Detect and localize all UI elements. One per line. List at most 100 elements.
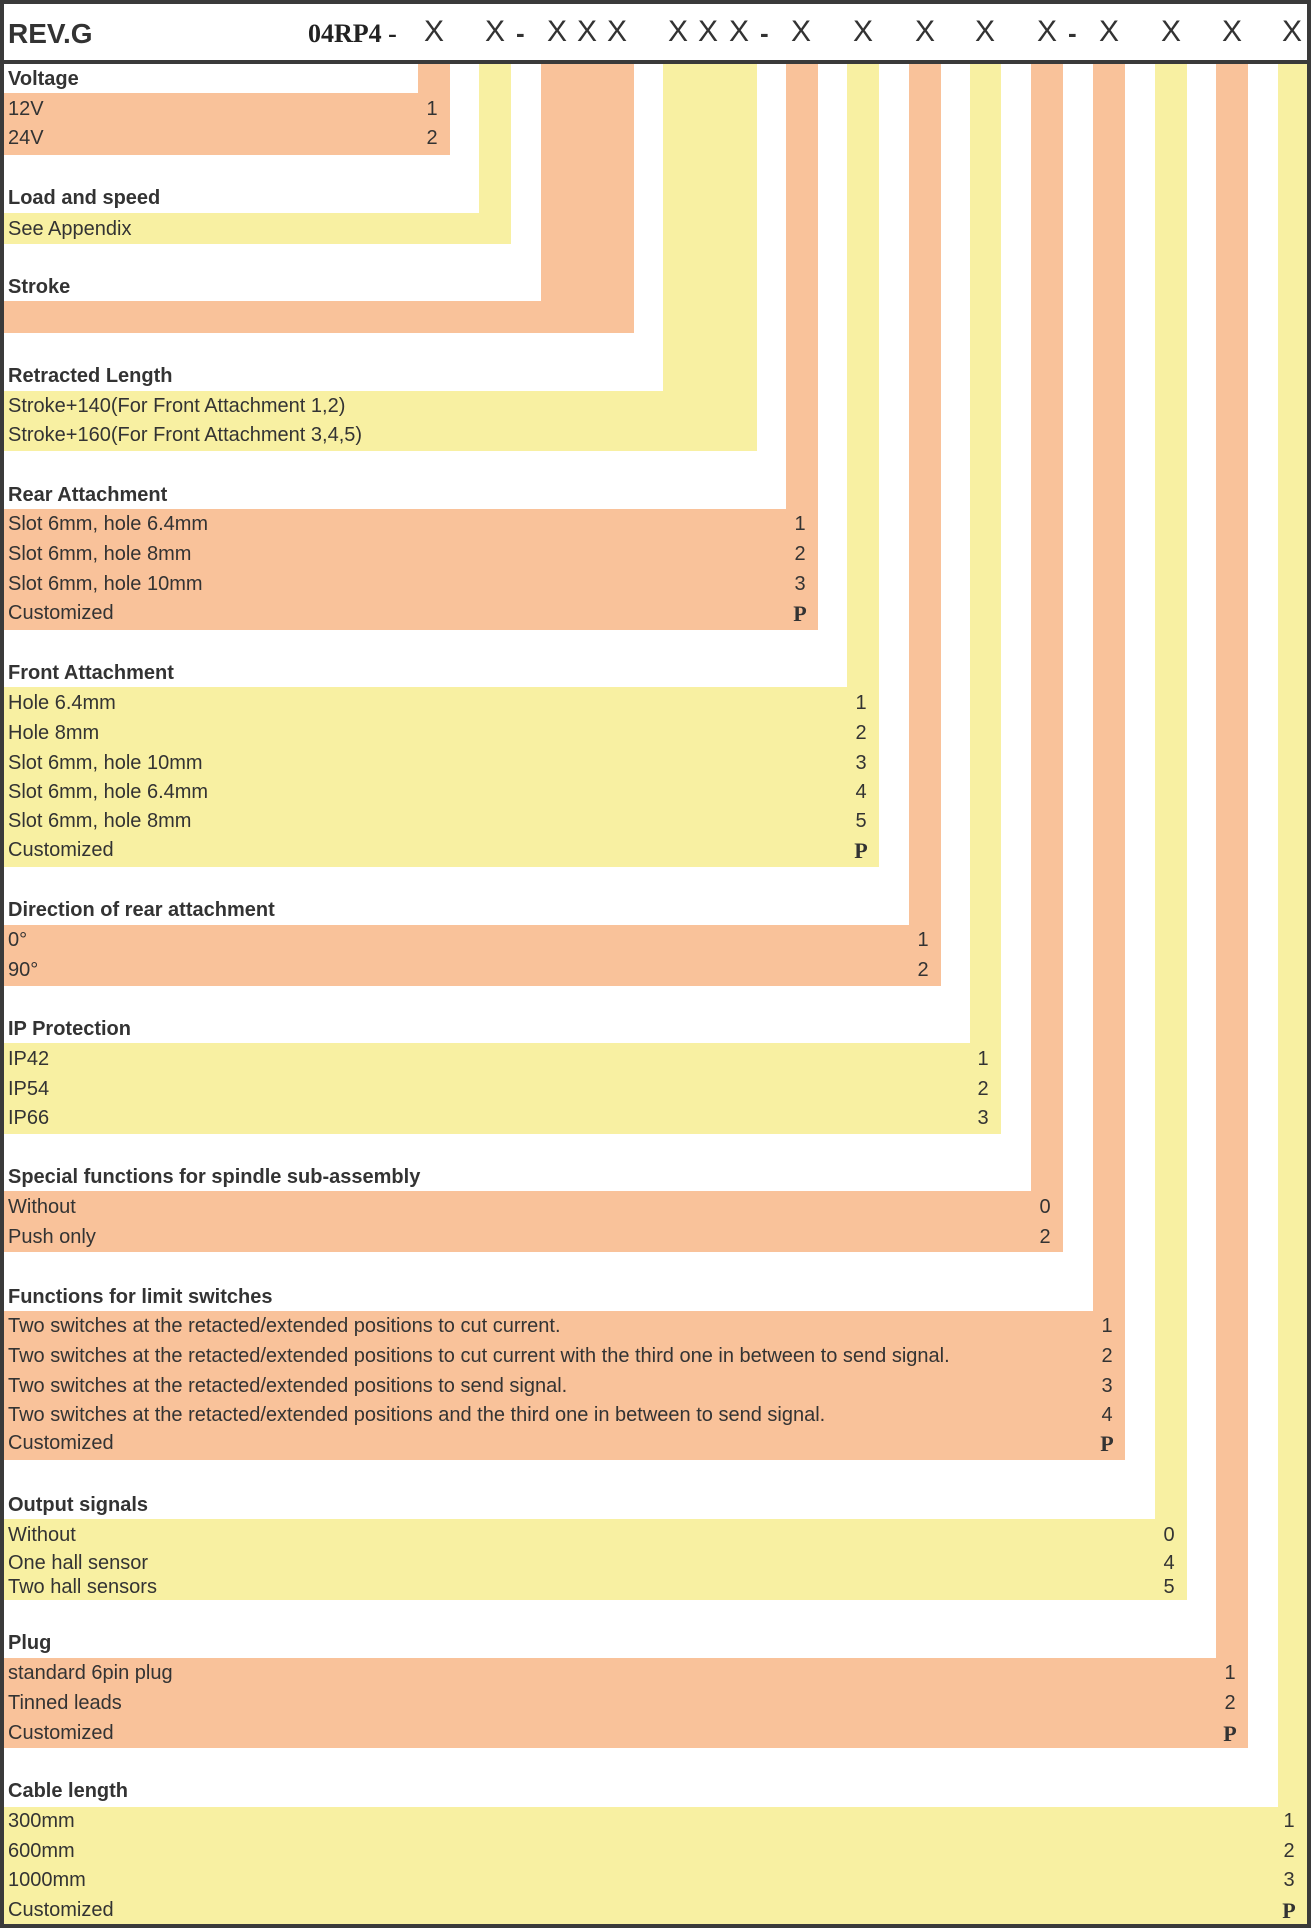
section-title: Cable length — [8, 1780, 129, 1802]
option-label: Slot 6mm, hole 6.4mm — [8, 513, 209, 535]
option-label: Slot 6mm, hole 10mm — [8, 573, 203, 595]
header-separator: - — [516, 18, 525, 48]
option-label: Hole 6.4mm — [8, 692, 116, 714]
option-label: IP66 — [8, 1107, 50, 1129]
option-label: Slot 6mm, hole 6.4mm — [8, 781, 209, 803]
option-label: Two switches at the retacted/extended po… — [8, 1315, 561, 1337]
section-title: Load and speed — [8, 187, 161, 209]
code-column — [479, 64, 511, 213]
option-label: Stroke+140(For Front Attachment 1,2) — [8, 395, 346, 417]
code-column — [1155, 64, 1187, 1519]
option-label: Push only — [8, 1226, 96, 1248]
option-label: Two hall sensors — [8, 1576, 157, 1598]
option-code: 2 — [1224, 1692, 1236, 1714]
option-label: Slot 6mm, hole 8mm — [8, 810, 192, 832]
header-code-char: X — [576, 15, 597, 48]
option-label: Without — [8, 1524, 76, 1546]
section-title: Retracted Length — [8, 365, 173, 387]
option-label: 12V — [8, 98, 44, 120]
option-code: 2 — [1039, 1226, 1051, 1248]
option-label: 1000mm — [8, 1869, 86, 1891]
section-band — [4, 1658, 1248, 1748]
section-title: Voltage — [8, 68, 79, 90]
code-column — [909, 64, 941, 925]
option-label: Stroke+160(For Front Attachment 3,4,5) — [8, 424, 363, 446]
section-title: Front Attachment — [8, 662, 174, 684]
section-band — [4, 1191, 1063, 1252]
code-column — [847, 64, 879, 687]
option-label: Two switches at the retacted/extended po… — [8, 1345, 950, 1367]
header-code-char: X — [1160, 15, 1181, 48]
header-separator: - — [760, 18, 769, 48]
header-code-char: X — [1281, 15, 1302, 48]
section-title: Direction of rear attachment — [8, 899, 275, 921]
option-code: 0 — [1039, 1196, 1051, 1218]
option-label: Customized — [8, 839, 114, 861]
header-divider — [4, 60, 1307, 64]
code-column — [786, 64, 818, 509]
section-band — [4, 93, 450, 155]
option-label: Without — [8, 1196, 76, 1218]
option-code: P — [793, 601, 807, 626]
revision-label: REV.G — [8, 18, 93, 49]
option-label: 300mm — [8, 1810, 75, 1832]
option-code: 2 — [917, 959, 929, 981]
option-label: Two switches at the retacted/extended po… — [8, 1375, 568, 1397]
option-code: 2 — [794, 543, 806, 565]
code-column — [1031, 64, 1063, 1191]
option-code: 1 — [1101, 1315, 1113, 1337]
code-column — [663, 64, 757, 391]
header-code-char: X — [1036, 15, 1057, 48]
section-band — [4, 925, 941, 986]
section-band — [4, 509, 818, 630]
code-column — [418, 64, 450, 93]
code-column — [1278, 64, 1307, 1807]
option-code: 5 — [855, 810, 867, 832]
section-band — [4, 301, 634, 333]
option-code: 1 — [426, 98, 438, 120]
option-label: standard 6pin plug — [8, 1662, 173, 1684]
code-column — [1093, 64, 1125, 1311]
option-code: 2 — [1101, 1345, 1113, 1367]
option-code: 2 — [977, 1078, 989, 1100]
header-code-char: X — [914, 15, 935, 48]
section-title: Functions for limit switches — [8, 1286, 273, 1308]
option-code: 4 — [1163, 1552, 1175, 1574]
option-code: 3 — [855, 752, 867, 774]
option-code: 1 — [1224, 1662, 1236, 1684]
model-number: 04RP4 - — [308, 19, 397, 48]
option-code: P — [1223, 1721, 1237, 1746]
section-band — [4, 1043, 1001, 1134]
header-code-char: X — [667, 15, 688, 48]
option-label: Slot 6mm, hole 10mm — [8, 752, 203, 774]
option-code: 3 — [1283, 1869, 1295, 1891]
section-title: Stroke — [8, 276, 71, 298]
option-code: P — [854, 838, 868, 863]
option-label: IP54 — [8, 1078, 50, 1100]
option-label: 90° — [8, 959, 39, 981]
option-code: 5 — [1163, 1576, 1175, 1598]
section-band — [4, 391, 757, 451]
option-code: 3 — [794, 573, 806, 595]
option-label: Customized — [8, 1722, 114, 1744]
option-code: 1 — [794, 513, 806, 535]
option-label: Customized — [8, 602, 114, 624]
header-code-char: X — [484, 15, 505, 48]
option-code: 1 — [977, 1048, 989, 1070]
section-title: IP Protection — [8, 1018, 131, 1040]
header-code-char: X — [728, 15, 749, 48]
option-label: Customized — [8, 1432, 114, 1454]
code-column — [541, 64, 634, 301]
option-label: One hall sensor — [8, 1552, 149, 1574]
option-code: 4 — [855, 781, 867, 803]
option-label: Customized — [8, 1899, 114, 1921]
section-band — [4, 1519, 1187, 1600]
option-code: 3 — [1101, 1375, 1113, 1397]
header-code-char: X — [1221, 15, 1242, 48]
header-code-char: X — [974, 15, 995, 48]
option-code: 1 — [1283, 1810, 1295, 1832]
code-column — [970, 64, 1001, 1043]
header-code-char: X — [1098, 15, 1119, 48]
header-code-char: X — [852, 15, 873, 48]
